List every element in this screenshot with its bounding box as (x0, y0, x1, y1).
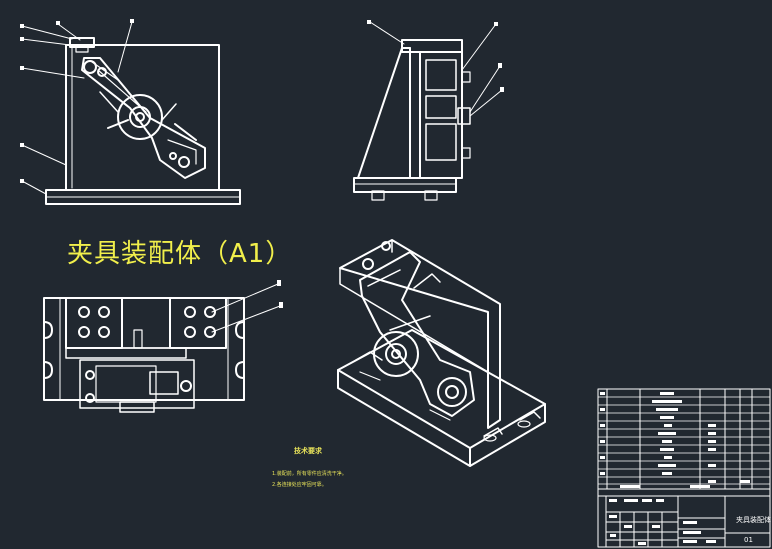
title-block-drawing-name: 夹具装配体 (736, 516, 771, 524)
front-view (20, 19, 241, 205)
tech-note-2: 2.各连接处应牢固可靠。 (272, 482, 327, 488)
top-view (43, 280, 283, 413)
side-view (353, 20, 504, 201)
tech-requirements-heading: 技术要求 (294, 447, 322, 455)
isometric-view (337, 239, 546, 467)
title-block-sheet-number: 01 (744, 536, 753, 544)
drawing-title: 夹具装配体（A1） (67, 239, 293, 269)
tech-note-1: 1.装配前，所有零件应清洗干净。 (272, 471, 347, 477)
title-block (597, 388, 771, 548)
